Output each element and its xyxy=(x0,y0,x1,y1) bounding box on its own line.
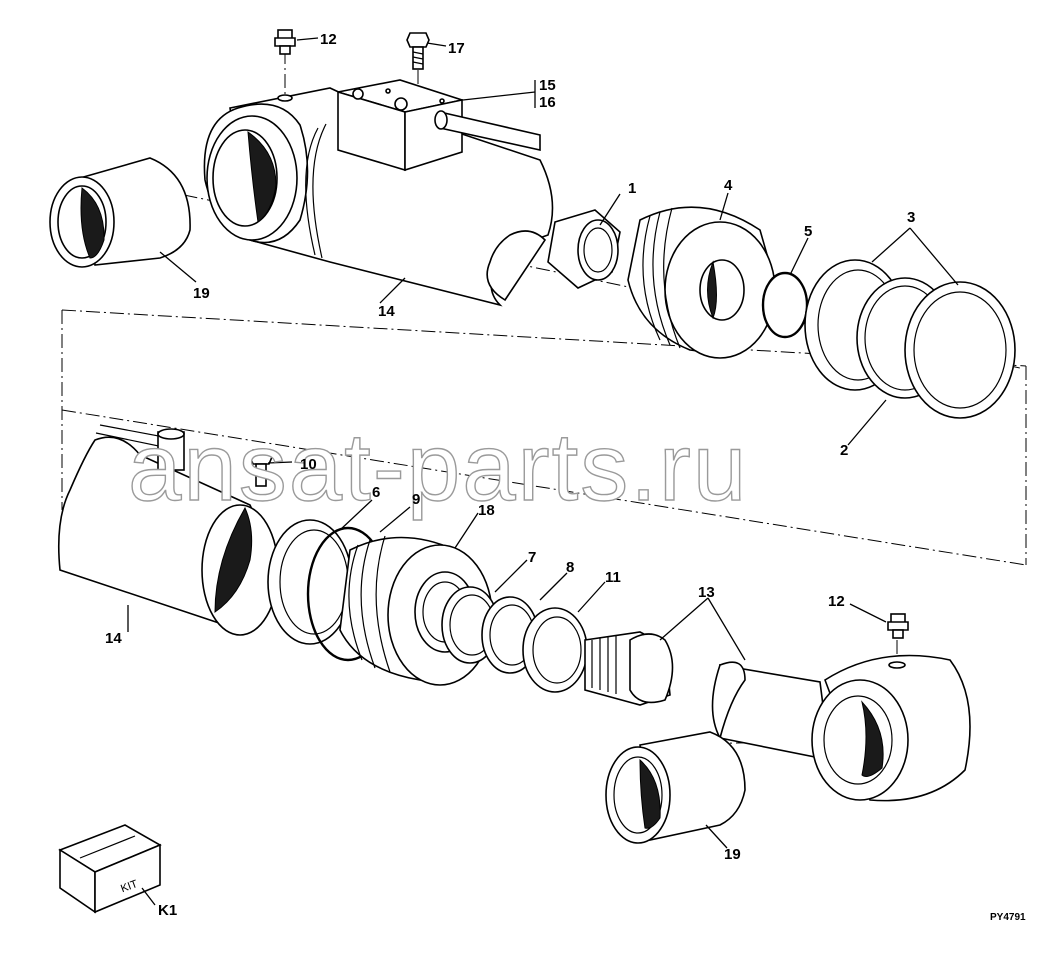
cylinder-barrel-bottom xyxy=(57,424,279,636)
grease-fitting-bottom xyxy=(887,613,909,639)
callout-10: 10 xyxy=(300,456,317,473)
callout-4: 4 xyxy=(724,177,733,194)
callout-labels: 12 17 15 16 1 4 5 3 2 19 14 10 6 9 18 7 … xyxy=(105,31,1026,923)
leader-lines xyxy=(127,37,959,906)
callout-19-top: 19 xyxy=(193,285,210,302)
callout-9: 9 xyxy=(412,491,420,508)
watermark-text: ansat-parts.ru xyxy=(128,414,748,521)
callout-13: 13 xyxy=(698,584,715,601)
pin-bushing-top xyxy=(49,157,191,268)
callout-6: 6 xyxy=(372,484,380,501)
callout-1: 1 xyxy=(628,180,636,197)
seal-kit-3 xyxy=(804,259,1016,419)
o-ring-5 xyxy=(761,271,809,339)
callout-12-top: 12 xyxy=(320,31,337,48)
callout-12-bottom: 12 xyxy=(828,593,845,610)
callout-18: 18 xyxy=(478,502,495,519)
bolt-17 xyxy=(406,32,430,70)
callout-19-bottom: 19 xyxy=(724,846,741,863)
pin-bushing-bottom xyxy=(605,731,746,844)
callout-3: 3 xyxy=(907,209,915,226)
kit-box: KIT xyxy=(58,824,162,914)
callout-14-top: 14 xyxy=(378,303,395,320)
callout-5: 5 xyxy=(804,223,812,240)
cylinder-barrel-top xyxy=(203,79,554,307)
callout-11: 11 xyxy=(605,569,621,586)
callout-14-bottom: 14 xyxy=(105,630,122,647)
callout-15: 15 xyxy=(539,77,556,94)
rod-seals xyxy=(441,586,588,693)
nut-1 xyxy=(547,209,621,289)
piston-rod xyxy=(584,631,971,802)
kit-box-text: KIT xyxy=(119,878,139,895)
grease-fitting-top xyxy=(274,29,296,55)
callout-k1: K1 xyxy=(158,902,177,919)
drawing-code: PY4791 xyxy=(990,912,1026,923)
callout-16: 16 xyxy=(539,94,556,111)
bolt-10 xyxy=(249,449,273,487)
callout-8: 8 xyxy=(566,559,574,576)
callout-7: 7 xyxy=(528,549,536,566)
callout-2: 2 xyxy=(840,442,848,459)
piston-4 xyxy=(627,206,781,359)
callout-17: 17 xyxy=(448,40,465,57)
